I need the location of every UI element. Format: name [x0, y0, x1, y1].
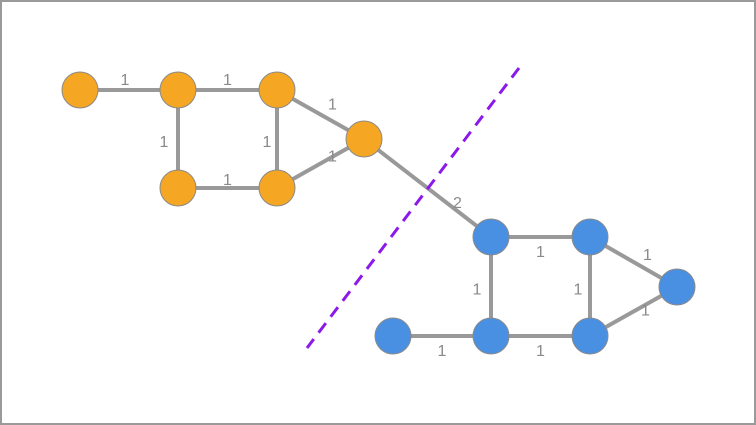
node-a2 [159, 71, 197, 109]
edge-weight-label: 1 [223, 172, 232, 189]
edge-weight-label: 1 [574, 282, 583, 299]
edge-weight-label: 1 [328, 149, 337, 166]
node-b5 [571, 317, 609, 355]
node-a5 [258, 169, 296, 207]
weight-labels-layer: 1 1 1 1 1 1 1 2 1 1 1 1 1 1 1 [121, 72, 653, 360]
node-a4 [159, 169, 197, 207]
node-b3 [658, 268, 696, 306]
node-a6 [345, 120, 383, 158]
nodes-layer [61, 71, 696, 355]
edge-weight-label: 1 [641, 303, 650, 320]
node-b4 [472, 317, 510, 355]
edge-weight-label: 2 [453, 195, 462, 212]
cut-line [305, 67, 521, 349]
edges-layer [78, 88, 679, 338]
edge-weight-label: 1 [473, 282, 482, 299]
edge-weight-label: 1 [263, 134, 272, 151]
node-a3 [258, 71, 296, 109]
node-b1 [472, 218, 510, 256]
edge-weight-label: 1 [536, 244, 545, 261]
edge-weight-label: 1 [438, 343, 447, 360]
edge-weight-label: 1 [328, 97, 337, 114]
node-b6 [374, 317, 412, 355]
edge-weight-label: 1 [121, 72, 130, 89]
node-a1 [61, 71, 99, 109]
edge-weight-label: 1 [223, 72, 232, 89]
edge-weight-label: 1 [643, 247, 652, 264]
node-b2 [571, 218, 609, 256]
edge-weight-label: 1 [160, 134, 169, 151]
edge-weight-label: 1 [536, 343, 545, 360]
